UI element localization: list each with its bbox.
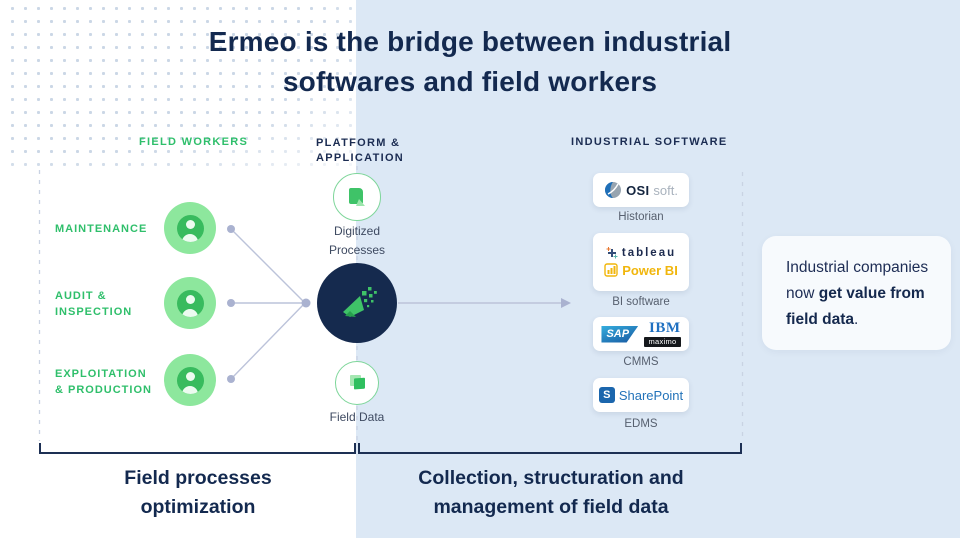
powerbi-bars-icon	[604, 263, 618, 277]
sharepoint-s-icon: S	[598, 387, 615, 403]
bi-category-label: BI software	[612, 296, 670, 308]
field-data-label: Field Data	[329, 410, 385, 424]
platform-application-header: PLATFORM & APPLICATION	[316, 137, 405, 164]
historian-category-label: Historian	[618, 211, 664, 223]
ibm-maximo-logo: IBM maximo	[644, 320, 681, 347]
sharepoint-logo: S SharePoint	[598, 387, 684, 403]
osisoft-logo-text: OSI	[626, 182, 650, 198]
sap-logo: SAP	[601, 325, 639, 343]
powerbi-logo: Power BI	[604, 263, 678, 278]
field-workers-header: FIELD WORKERS	[139, 136, 249, 148]
worker-label-maintenance: MAINTENANCE	[55, 223, 148, 235]
bi-software-card: tableau Power BI	[593, 233, 689, 291]
cmms-category-label: CMMS	[623, 356, 659, 368]
page-title-line2: softwares and field workers	[282, 66, 658, 97]
page-title: Ermeo is the bridge between industrial s…	[110, 22, 830, 102]
field-data-circle	[335, 361, 379, 405]
tableau-logo: tableau	[606, 246, 677, 259]
left-bracket	[39, 443, 356, 454]
digitized-processes-circle	[333, 173, 381, 221]
maintenance-link-line	[230, 228, 305, 303]
cmms-card: SAP IBM maximo	[593, 317, 689, 351]
worker-label-audit-inspection: AUDIT & INSPECTION	[55, 290, 133, 318]
powerbi-logo-text: Power BI	[622, 262, 678, 278]
edms-card: S SharePoint	[593, 378, 689, 412]
industrial-software-header: INDUSTRIAL SOFTWARE	[571, 136, 728, 148]
person-silhouette-icon	[176, 214, 204, 242]
field-processes-optimization-label: Field processes optimization	[124, 467, 272, 518]
document-icon	[349, 188, 365, 206]
maximo-logo-text: maximo	[644, 337, 681, 347]
right-bracket	[358, 443, 742, 454]
ibm-logo-text: IBM	[649, 320, 681, 337]
callout-text-regular: Industrial companies now	[786, 259, 929, 302]
ermeo-hub-circle	[317, 263, 397, 343]
audit-person-icon	[164, 277, 216, 329]
link-endpoint-dot	[227, 299, 235, 307]
worker-label-exploitation-production: EXPLOITATION & PRODUCTION	[55, 368, 152, 396]
value-callout-card: Industrial companies now get value from …	[762, 236, 951, 350]
osisoft-globe-icon	[605, 182, 622, 198]
tableau-mark-icon	[606, 246, 618, 258]
osisoft-logo-text-light: soft.	[653, 182, 678, 198]
layers-icon	[350, 375, 365, 390]
link-endpoint-dot	[227, 225, 235, 233]
page-title-line1: Ermeo is the bridge between industrial	[208, 26, 732, 57]
tableau-logo-text: tableau	[621, 246, 677, 259]
edms-category-label: EDMS	[624, 418, 658, 430]
link-endpoint-dot	[227, 375, 235, 383]
ermeo-logo-icon	[343, 287, 377, 317]
maintenance-person-icon	[164, 202, 216, 254]
exploitation-link-line	[230, 303, 305, 380]
collection-structuration-label: Collection, structuration and management…	[418, 467, 684, 518]
link-convergence-dot	[301, 298, 311, 308]
digitized-processes-label: Digitized Processes	[328, 224, 386, 257]
callout-text-bold: get value from field data	[786, 285, 925, 328]
callout-text-period: .	[854, 311, 859, 328]
exploitation-person-icon	[164, 354, 216, 406]
sharepoint-logo-text: SharePoint	[618, 387, 684, 403]
person-silhouette-icon	[176, 366, 204, 394]
person-silhouette-icon	[176, 289, 204, 317]
sap-ibm-logos: SAP IBM maximo	[601, 320, 681, 347]
dot-pattern-decoration	[6, 2, 360, 176]
